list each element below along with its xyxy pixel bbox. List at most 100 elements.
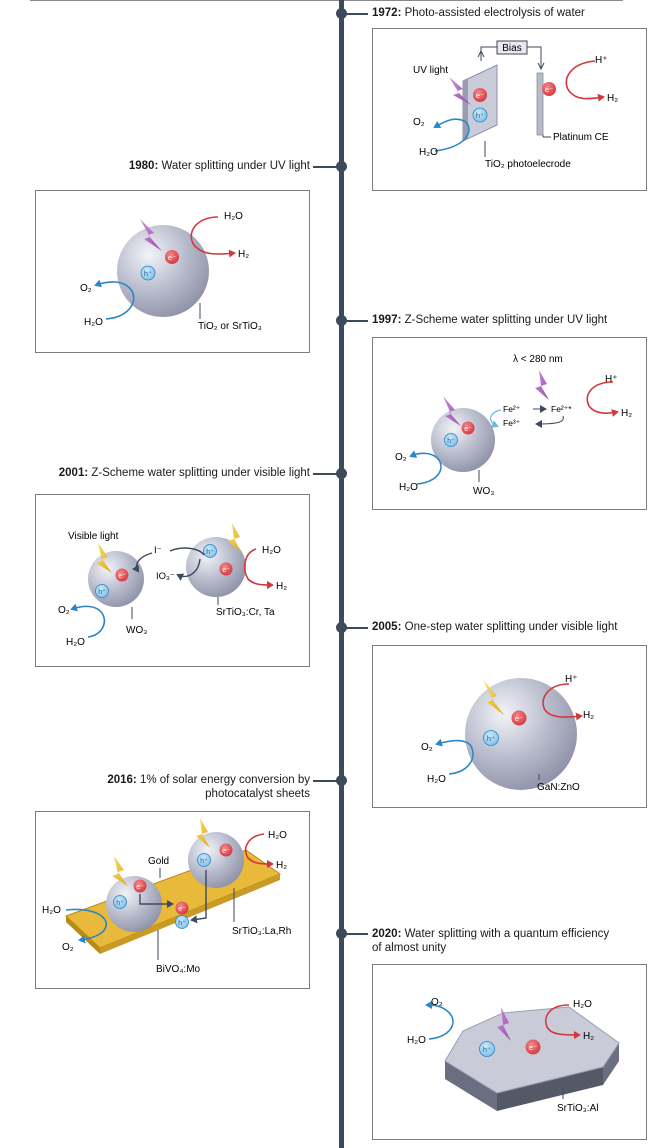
fe3-label: Fe³⁺ <box>503 418 521 428</box>
hole-icon <box>95 584 109 598</box>
diagram-1972: Bias UV light e⁻ h⁺ e⁻ H₂O O₂ H⁺ H₂ Plat… <box>413 40 618 170</box>
event-year: 2001: <box>58 467 89 479</box>
electron-icon <box>165 250 179 264</box>
uv-light-label: UV light <box>413 65 448 76</box>
panel-2016: Gold e⁻ h⁺ h⁺ e⁻ e⁻ h⁺ H₂O H₂ H₂O O₂ BiV… <box>35 811 310 989</box>
event-label-1972: 1972: Photo-assisted electrolysis of wat… <box>372 6 585 20</box>
reduction-arrow <box>542 683 583 721</box>
event-label-2005: 2005: One-step water splitting under vis… <box>372 620 617 634</box>
light-bolt-icon <box>449 77 471 105</box>
timeline-dot-1980 <box>336 161 347 172</box>
reduction-arrow <box>243 548 274 589</box>
light-bolt-icon <box>443 396 461 426</box>
photocatalyst-particle <box>117 225 209 317</box>
light-bolt-icon <box>112 856 128 886</box>
hplus-label: H⁺ <box>565 674 578 685</box>
reduction-arrow <box>586 381 619 417</box>
hole-icon <box>175 915 189 929</box>
connector-1997 <box>344 320 368 322</box>
event-label-2001: 2001: Z-Scheme water splitting under vis… <box>59 466 310 480</box>
event-year: 2016: <box>107 774 137 786</box>
event-year: 2005: <box>372 621 402 633</box>
bias-wire-right <box>527 46 542 69</box>
electron-icon <box>525 1039 541 1055</box>
connector-2020 <box>344 933 368 935</box>
svg-text:e⁻: e⁻ <box>136 884 144 891</box>
bivo4-particle <box>106 876 162 932</box>
bias-box <box>496 40 528 55</box>
photocatalyst-particle <box>431 408 495 472</box>
electron-icon <box>542 82 556 96</box>
light-bolt-icon <box>96 543 112 573</box>
event-desc-line2: of almost unity <box>372 942 447 954</box>
h2o-top-label: H₂O <box>262 545 281 556</box>
hplus-label: H⁺ <box>595 55 608 66</box>
svg-text:h⁺: h⁺ <box>144 269 152 278</box>
electron-icon <box>115 568 129 582</box>
h2o-label: H₂O <box>427 774 446 785</box>
bias-wire-left <box>480 46 497 61</box>
panel-1980: e⁻ h⁺ H₂O H₂ O₂ H₂O TiO₂ or SrTiO₃ <box>35 190 310 353</box>
platinum-ce-label: Platinum CE <box>553 132 609 143</box>
srtio3-particle <box>188 832 244 888</box>
svg-text:e⁻: e⁻ <box>529 1043 537 1052</box>
svg-text:h⁺: h⁺ <box>487 734 495 743</box>
oxidation-arrow <box>409 450 442 485</box>
h2-label: H₂ <box>621 408 632 419</box>
diagram-2016: Gold e⁻ h⁺ h⁺ e⁻ e⁻ h⁺ H₂O H₂ H₂O O₂ BiV… <box>42 818 291 975</box>
material-label: SrTiO₃:Al <box>557 1103 598 1114</box>
h2o-label: H₂O <box>66 637 85 648</box>
svg-text:h⁺: h⁺ <box>483 1045 491 1054</box>
connector-2005 <box>344 627 368 629</box>
electron-icon <box>511 710 527 726</box>
plate-side-right <box>603 1043 619 1085</box>
event-label-1997: 1997: Z-Scheme water splitting under UV … <box>372 313 607 327</box>
svg-text:e⁻: e⁻ <box>168 253 176 262</box>
svg-text:e⁻: e⁻ <box>476 91 484 100</box>
hole-icon <box>203 544 217 558</box>
svg-text:e⁻: e⁻ <box>545 85 553 94</box>
svg-text:e⁻: e⁻ <box>222 567 230 574</box>
hole-icon <box>483 730 499 746</box>
reduction-arrow <box>545 1004 581 1039</box>
material-label: GaN:ZnO <box>537 782 580 793</box>
wavelength-label: λ < 280 nm <box>513 354 563 365</box>
svg-text:e⁻: e⁻ <box>515 714 523 723</box>
hole-icon <box>444 433 458 447</box>
h2o-top-label: H₂O <box>573 999 592 1010</box>
event-desc: Z-Scheme water splitting under UV light <box>404 314 608 326</box>
timeline-dot-2001 <box>336 468 347 479</box>
top-rule <box>30 0 623 1</box>
oxidation-arrow <box>65 908 107 944</box>
oxidation-arrow <box>70 603 106 638</box>
panel-2001: Visible light e⁻ h⁺ h⁺ e⁻ I⁻ IO₃⁻ H₂O H₂… <box>35 494 310 667</box>
light-bolt-icon <box>196 818 210 848</box>
o2-label: O₂ <box>413 117 425 128</box>
iodide-label: I⁻ <box>154 545 162 556</box>
timeline-dot-2016 <box>336 775 347 786</box>
hole-icon <box>140 265 156 281</box>
light-bolt-icon <box>228 523 242 553</box>
reduction-arrow <box>565 60 605 102</box>
timeline-dot-2005 <box>336 622 347 633</box>
event-year: 1997: <box>372 314 402 326</box>
light-bolt-icon <box>140 219 162 251</box>
svg-text:e⁻: e⁻ <box>178 906 186 913</box>
h2o-top-label: H₂O <box>268 830 287 841</box>
platinum-electrode <box>536 72 544 136</box>
svg-text:h⁺: h⁺ <box>178 920 186 927</box>
o2-label: O₂ <box>80 283 92 294</box>
hole-icon <box>113 895 127 909</box>
electron-icon <box>133 879 147 893</box>
electron-icon <box>473 88 487 102</box>
wo3-label: WO₃ <box>126 625 147 636</box>
electron-icon <box>175 901 189 915</box>
h2o-top-label: H₂O <box>224 211 243 222</box>
h2-label: H₂ <box>276 581 287 592</box>
event-desc: 1% of solar energy conversion by <box>139 774 310 786</box>
reduction-arrow <box>244 833 274 868</box>
h2o-label: H₂O <box>84 317 103 328</box>
event-desc: Z-Scheme water splitting under visible l… <box>91 467 310 479</box>
o2-label: O₂ <box>395 452 407 463</box>
oxidation-arrow <box>435 738 474 775</box>
